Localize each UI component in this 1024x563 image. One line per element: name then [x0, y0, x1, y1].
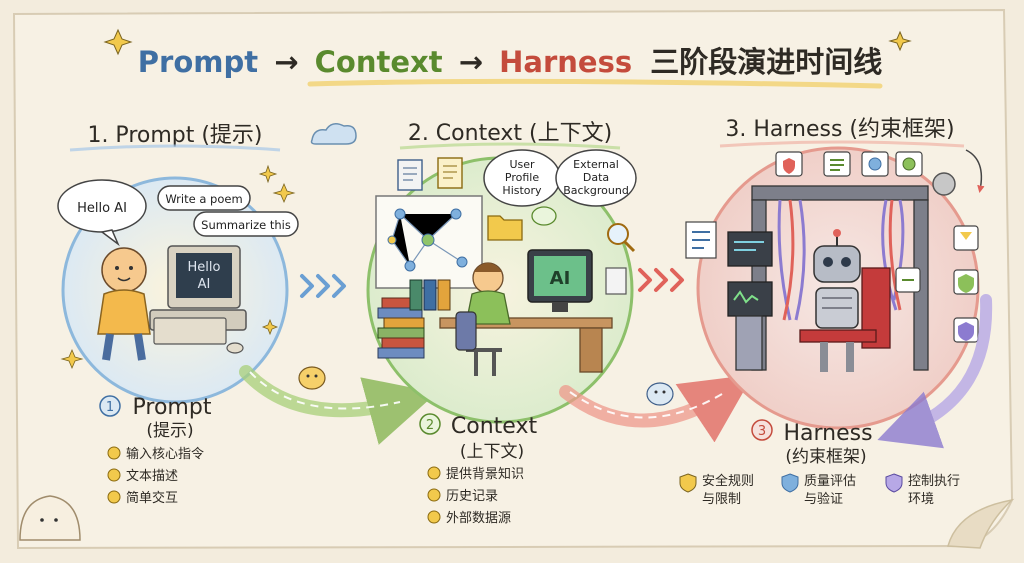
profile-line-1: User	[509, 158, 535, 171]
stage1-number: 1	[106, 400, 114, 415]
robot-figure	[799, 229, 891, 372]
stage2-heading: 2. Context (上下文)	[408, 121, 612, 146]
bubble-poem-text: Write a poem	[165, 192, 242, 206]
stage3-label-zh: (约束框架)	[785, 447, 866, 467]
speech-bubble-poem: Write a poem	[157, 185, 251, 211]
shield-icon	[679, 473, 697, 493]
profile-line-2: Profile	[505, 171, 539, 184]
external-line-3: Background	[563, 184, 629, 197]
desk	[439, 317, 613, 373]
external-line-1: External	[573, 158, 619, 171]
stage1-label-en: Prompt	[133, 395, 212, 420]
lightbulb-icon	[107, 490, 121, 504]
corner-mascot	[19, 495, 81, 541]
stage3-label-en: Harness	[783, 421, 872, 446]
stage1-number-badge	[99, 395, 121, 417]
context-screen-text: AI	[550, 268, 571, 289]
feature-2-line-2: 与验证	[804, 491, 843, 507]
stage3-number-badge	[751, 419, 773, 441]
title-arrow-1: →	[274, 45, 298, 79]
shield-check-icon	[781, 473, 799, 493]
screen-text-ai: AI	[198, 277, 211, 292]
external-line-2: Data	[583, 171, 609, 184]
page-title: Prompt → Context → Harness 三阶段演进时间线	[138, 45, 882, 79]
mascot-blob-1	[298, 366, 326, 390]
profile-line-3: History	[502, 184, 542, 197]
stage2-number: 2	[426, 418, 434, 433]
lightbulb-icon	[427, 510, 441, 524]
folder-icon	[487, 215, 523, 241]
title-arrow-2: →	[459, 45, 483, 79]
stage2-label-en: Context	[451, 414, 538, 439]
shield-control-icon	[885, 473, 903, 493]
title-prompt: Prompt	[138, 45, 258, 79]
knowledge-graph-board	[375, 195, 483, 289]
cloud-icon	[310, 123, 357, 145]
title-underline	[307, 78, 883, 89]
bubble-external-data: External Data Background	[555, 149, 637, 207]
ai-monitor: AI	[527, 249, 593, 312]
stage1-bullet-2: 文本描述	[126, 469, 178, 484]
bubble-user-profile: User Profile History	[483, 149, 561, 207]
lightbulb-icon	[427, 466, 441, 480]
mascot-blob-2	[646, 382, 674, 406]
stage1-bullets: 输入核心指令 文本描述 简单交互	[107, 446, 204, 506]
speech-bubble-hello: Hello AI	[57, 179, 147, 247]
screen-text-hello: Hello	[188, 260, 221, 275]
stage3-heading: 3. Harness (约束框架)	[725, 117, 954, 142]
lightbulb-icon	[107, 468, 121, 482]
chat-icon	[531, 206, 557, 226]
stage2-bullet-3: 外部数据源	[446, 511, 511, 526]
stage2-bullet-1: 提供背景知识	[446, 466, 524, 482]
stage1-heading: 1. Prompt (提示)	[87, 123, 262, 148]
title-stars	[103, 28, 912, 56]
feature-1-line-1: 安全规则	[702, 473, 754, 489]
retro-computer: Hello AI	[149, 245, 247, 354]
title-harness: Harness	[499, 45, 632, 79]
person-at-desk	[455, 262, 511, 376]
curved-arrow-3	[877, 294, 993, 449]
stage3-number: 3	[758, 424, 766, 439]
person-figure	[97, 247, 151, 361]
feature-3-line-2: 环境	[908, 492, 934, 507]
chevron-arrows-2	[638, 268, 684, 292]
title-suffix: 三阶段演进时间线	[650, 45, 882, 79]
harness-monitors	[685, 221, 773, 371]
stage2-bullets: 提供背景知识 历史记录 外部数据源	[427, 466, 524, 526]
bubble-hello-text: Hello AI	[77, 201, 127, 216]
harness-top-icons	[775, 151, 956, 196]
stage1-bullet-1: 输入核心指令	[126, 446, 204, 462]
stage3-features: 安全规则 与限制 质量评估 与验证 控制执行 环境	[679, 473, 960, 507]
stage1-bullet-3: 简单交互	[126, 490, 178, 506]
bubble-summarize-text: Summarize this	[201, 218, 291, 232]
feature-1-line-2: 与限制	[702, 492, 741, 507]
stage2-label-zh: (上下文)	[460, 442, 524, 462]
harness-side-icons	[895, 225, 979, 343]
curved-arrow-2	[559, 374, 754, 443]
stage2-number-badge	[419, 413, 441, 435]
feature-3-line-1: 控制执行	[908, 474, 960, 489]
speech-bubble-summarize: Summarize this	[193, 211, 299, 237]
lightbulb-icon	[427, 488, 441, 502]
title-context: Context	[315, 45, 443, 79]
stage2-bullet-2: 历史记录	[446, 489, 498, 504]
document-icons	[397, 157, 627, 295]
book-stack	[377, 279, 451, 359]
lightbulb-icon	[107, 446, 121, 460]
magnifier-icon	[607, 223, 636, 253]
stage1-label-zh: (提示)	[146, 421, 193, 441]
chevron-arrows-1	[300, 274, 346, 298]
sparkle-icons	[60, 164, 296, 370]
feature-2-line-1: 质量评估	[804, 474, 856, 489]
gear-icon	[932, 172, 956, 196]
